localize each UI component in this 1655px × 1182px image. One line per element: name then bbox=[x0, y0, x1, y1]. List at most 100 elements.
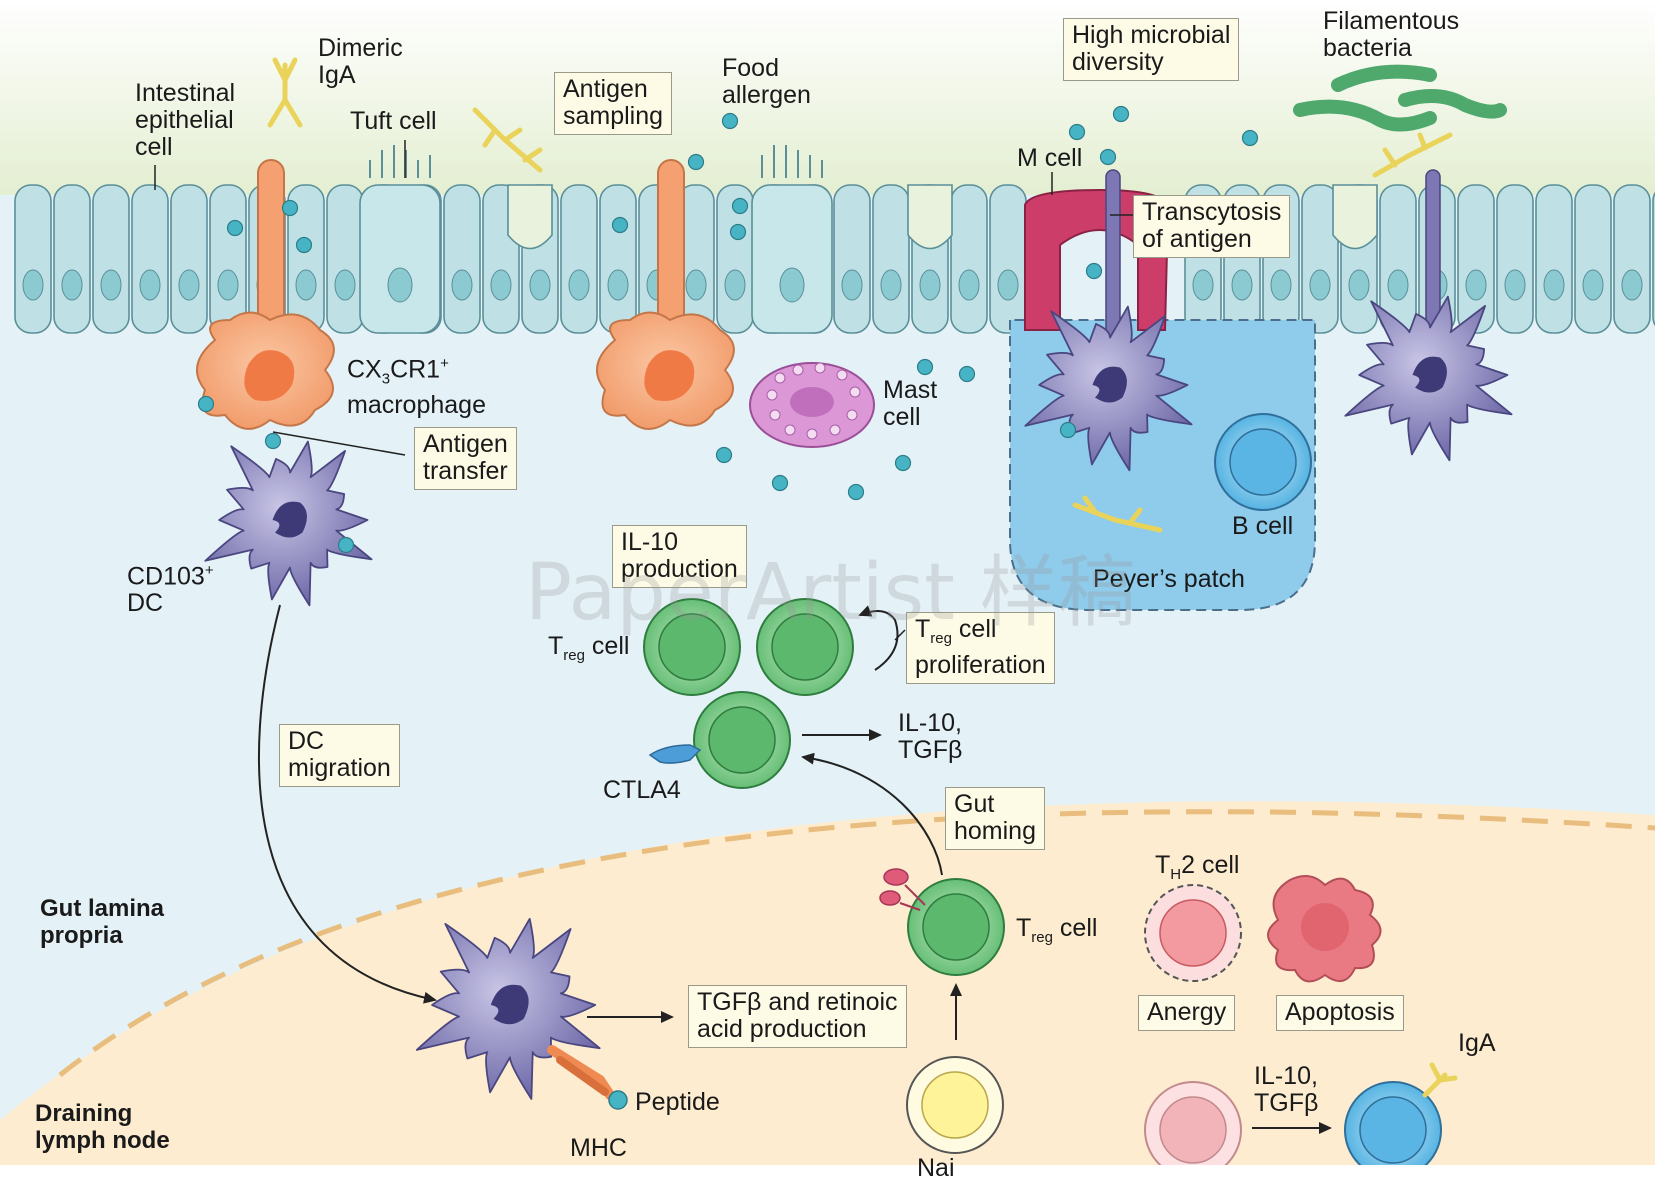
tuft-cell bbox=[359, 184, 441, 334]
transcytosis-box: Transcytosis of antigen bbox=[1133, 195, 1291, 258]
epithelial-nucleus bbox=[22, 269, 44, 301]
cx3cr1-macrophage-1 bbox=[196, 311, 335, 430]
epithelial-cell bbox=[326, 184, 364, 334]
epithelial-cell bbox=[1301, 184, 1339, 334]
antigen-particle bbox=[1085, 262, 1103, 280]
antigen-particle bbox=[337, 536, 355, 554]
tuft-cell bbox=[751, 184, 833, 334]
epithelial-nucleus bbox=[529, 269, 551, 301]
epithelial-layer bbox=[14, 184, 1655, 334]
antigen-particle bbox=[226, 219, 244, 237]
dendritic-cells bbox=[204, 295, 1513, 1100]
treg-cell-4 bbox=[907, 878, 1005, 976]
antigen-particle bbox=[894, 454, 912, 472]
dimeric-iga-icon bbox=[267, 57, 303, 128]
epithelial-cell bbox=[1613, 184, 1651, 334]
epithelial-nucleus bbox=[1504, 269, 1526, 301]
epithelial-cell bbox=[1496, 184, 1534, 334]
epithelial-nucleus bbox=[1309, 269, 1331, 301]
draining-lymph-node-label: Draining lymph node bbox=[35, 1100, 170, 1154]
m-cell-label: M cell bbox=[1017, 144, 1083, 172]
lymph-node-region bbox=[0, 801, 1655, 1165]
epithelial-nucleus bbox=[295, 269, 317, 301]
antibody-icon-bacteria bbox=[1372, 132, 1453, 178]
epithelial-cell bbox=[833, 184, 871, 334]
th2-cell bbox=[1144, 884, 1242, 982]
naive-cell-label: Nai bbox=[917, 1154, 955, 1182]
peyer-dc-cell bbox=[1024, 305, 1193, 472]
treg-proliferation-arrow bbox=[858, 605, 899, 671]
antigen-transfer-box: Antigen transfer bbox=[414, 427, 517, 490]
epithelial-cell bbox=[14, 184, 52, 334]
gut-homing-arrow bbox=[801, 752, 943, 876]
antigen-particle bbox=[611, 216, 629, 234]
apoptosis-box: Apoptosis bbox=[1276, 995, 1404, 1031]
naive-t-cell bbox=[906, 1056, 1004, 1154]
peptide-label: Peptide bbox=[635, 1088, 720, 1116]
antigen-particle bbox=[1241, 129, 1259, 147]
antigen-particle bbox=[1099, 148, 1117, 166]
tuft-cell-label: Tuft cell bbox=[350, 107, 437, 135]
epithelial-cell bbox=[1457, 184, 1495, 334]
ctla4-icon bbox=[648, 744, 702, 764]
filamentous-bacteria bbox=[1293, 64, 1507, 132]
mast-cell-label: Mast cell bbox=[883, 376, 938, 431]
il10-tgfb-label-lower: IL-10, TGFβ bbox=[1254, 1062, 1319, 1117]
tuft-cell-microvilli bbox=[369, 145, 823, 178]
ctla4-label: CTLA4 bbox=[603, 776, 681, 804]
watermark-text: PaperArtist 样稿 bbox=[525, 548, 1136, 638]
homing-receptor-icon bbox=[879, 868, 926, 911]
epithelial-nucleus bbox=[880, 269, 902, 301]
filamentous-bacteria-label: Filamentous bacteria bbox=[1323, 7, 1460, 62]
antigen-particle bbox=[197, 395, 215, 413]
gut-lamina-propria-label: Gut lamina propria bbox=[40, 895, 165, 949]
antigen-particle bbox=[958, 365, 976, 383]
antigen-particle bbox=[1112, 105, 1130, 123]
antibody-icon-peyer bbox=[1072, 495, 1163, 533]
antigen-particle bbox=[731, 197, 749, 215]
epithelial-nucleus bbox=[841, 269, 863, 301]
th2-cell-label: TH2 cell bbox=[1155, 851, 1240, 884]
epithelial-nucleus bbox=[1270, 269, 1292, 301]
b-cell bbox=[1214, 413, 1312, 511]
iga-plasma-cell bbox=[1344, 1062, 1458, 1179]
antibody-icon-lumen bbox=[472, 107, 543, 173]
antigen-particle bbox=[295, 236, 313, 254]
cd103-dc-cell bbox=[204, 440, 373, 607]
lymph-node-dc-cell bbox=[415, 917, 601, 1100]
epithelial-nucleus bbox=[568, 269, 590, 301]
b-cell-lymph-node bbox=[1144, 1081, 1242, 1179]
iga-label: IgA bbox=[1458, 1029, 1496, 1057]
b-cell-label: B cell bbox=[1232, 512, 1294, 540]
epithelial-cell bbox=[1574, 184, 1612, 334]
epithelial-nucleus bbox=[178, 269, 200, 301]
il10-production-box: IL-10 production bbox=[612, 525, 747, 588]
tuft-cell-nucleus bbox=[387, 267, 413, 303]
epithelial-nucleus bbox=[1582, 269, 1604, 301]
epithelial-cell bbox=[209, 184, 247, 334]
label-leader-lines bbox=[154, 140, 1138, 641]
tgfb-retinoic-box: TGFβ and retinoic acid production bbox=[688, 985, 907, 1048]
epithelial-nucleus bbox=[217, 269, 239, 301]
treg-cell-2 bbox=[756, 598, 854, 696]
epithelial-nucleus bbox=[334, 269, 356, 301]
epithelial-nucleus bbox=[724, 269, 746, 301]
antigen-particle bbox=[916, 358, 934, 376]
epithelial-cell bbox=[989, 184, 1027, 334]
epithelial-nucleus bbox=[607, 269, 629, 301]
epithelial-nucleus bbox=[1465, 269, 1487, 301]
epithelial-cell bbox=[53, 184, 91, 334]
cd103-dc-label: CD103+ DC bbox=[127, 562, 214, 618]
mhc-peptide-icon bbox=[547, 1045, 628, 1110]
cx3cr1-macrophage-label: CX3CR1+ macrophage bbox=[347, 355, 486, 420]
epithelial-nucleus bbox=[919, 269, 941, 301]
epithelial-cell bbox=[443, 184, 481, 334]
cx3cr1-macrophage-2 bbox=[596, 311, 735, 430]
epithelial-nucleus bbox=[1348, 269, 1370, 301]
epithelial-cell bbox=[560, 184, 598, 334]
epithelial-nucleus bbox=[100, 269, 122, 301]
lamina-dc-cell bbox=[1344, 295, 1513, 462]
treg-cell-label-upper: Treg cell bbox=[548, 632, 630, 665]
